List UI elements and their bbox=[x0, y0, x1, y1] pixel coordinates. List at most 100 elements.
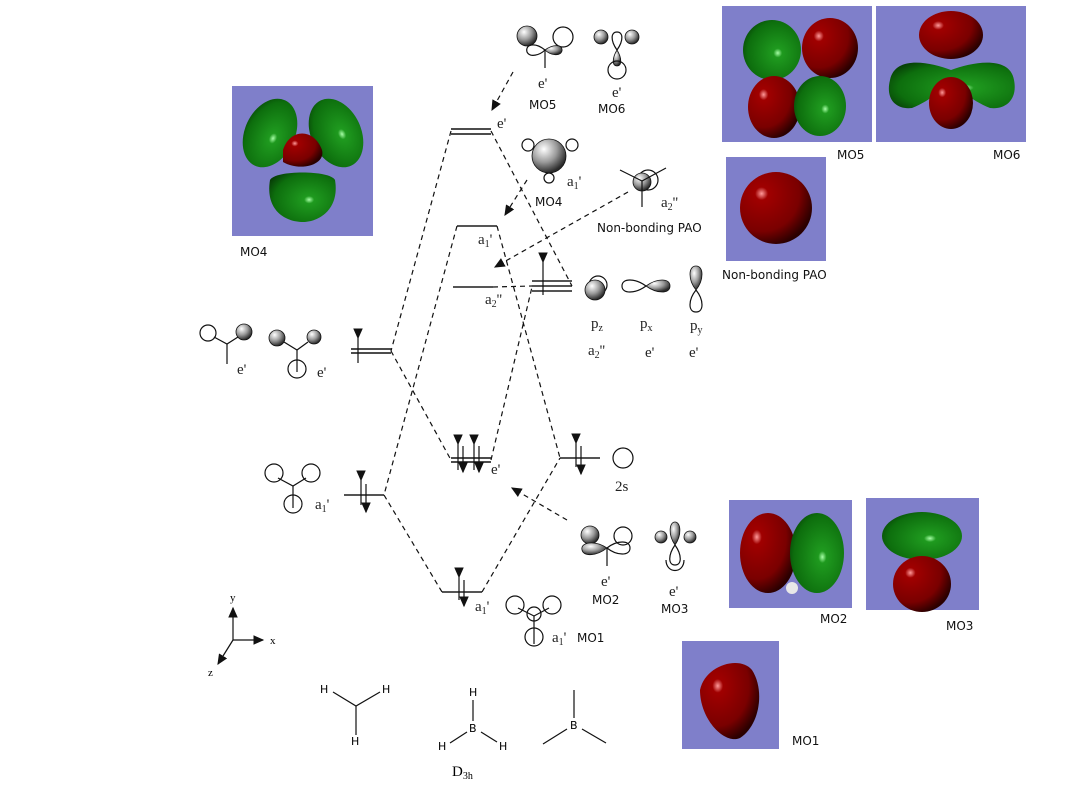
mo3-label: MO3 bbox=[661, 602, 688, 616]
z-axis-label: z bbox=[208, 667, 213, 679]
lobe-positive bbox=[929, 77, 973, 129]
sketch-nonbonding-pao: a2'' Non-bonding PAO bbox=[597, 167, 702, 235]
mo2-render-label: MO2 bbox=[820, 612, 847, 626]
mo6-label: MO6 bbox=[598, 102, 625, 116]
sketch-mo3: e' MO3 bbox=[654, 521, 697, 616]
level-label: e' bbox=[491, 462, 501, 478]
orbital-pz: pz a2'' bbox=[584, 275, 608, 361]
render-mo6 bbox=[876, 6, 1026, 142]
mo1-label: MO1 bbox=[577, 631, 604, 645]
render-mo1 bbox=[682, 641, 779, 749]
render-mo3 bbox=[866, 498, 979, 612]
symmetry-label: a2'' bbox=[588, 343, 605, 361]
correlation-lines bbox=[383, 130, 573, 593]
sketch-label: e' bbox=[538, 76, 548, 92]
orbital-2s: 2s bbox=[612, 447, 634, 495]
lobe-negative bbox=[743, 20, 801, 80]
hydrogen-atom bbox=[786, 582, 798, 594]
mo3-render-label: MO3 bbox=[946, 619, 973, 633]
mo-level-a1-prime-bonding: a1' bbox=[442, 567, 490, 617]
level-label: e' bbox=[497, 116, 507, 132]
b-level-p bbox=[532, 252, 572, 295]
atom-h: H bbox=[320, 683, 328, 696]
bh3-structure: H B H H D3h bbox=[438, 686, 507, 782]
mo4-label: MO4 bbox=[535, 195, 562, 209]
sketch-mo2: e' MO2 bbox=[580, 525, 633, 607]
render-mo5 bbox=[722, 6, 872, 142]
sketch-label: a1' bbox=[567, 174, 582, 192]
atom-h: H bbox=[438, 740, 446, 753]
sketch-label: a2'' bbox=[661, 195, 678, 213]
sketch-mo4: a1' MO4 bbox=[521, 138, 582, 209]
symmetry-label: e' bbox=[689, 345, 699, 361]
mo-level-a2-dprime-nonbonding: a2'' bbox=[453, 286, 502, 310]
atom-h: H bbox=[469, 686, 477, 699]
orbital-label: e' bbox=[237, 362, 247, 378]
sketch-mo6: e' MO6 bbox=[593, 29, 640, 116]
mo2-label: MO2 bbox=[592, 593, 619, 607]
coordinate-axes: y x z bbox=[208, 592, 276, 679]
nonbonding-render-label: Non-bonding PAO bbox=[722, 268, 827, 282]
sketch-label: a1' bbox=[552, 630, 567, 648]
h3-orbital-e-prime-1: e' bbox=[199, 323, 253, 378]
b-level-2s bbox=[560, 433, 600, 476]
orbital-label: e' bbox=[317, 365, 327, 381]
atom-h: H bbox=[499, 740, 507, 753]
mo6-render-label: MO6 bbox=[993, 148, 1020, 162]
y-axis-label: y bbox=[230, 592, 236, 604]
mo5-render-label: MO5 bbox=[837, 148, 864, 162]
render-mo2 bbox=[729, 500, 852, 608]
z-axis bbox=[217, 639, 234, 666]
h3-orbital-e-prime-2: e' bbox=[268, 329, 327, 381]
h3-orbital-a1-prime: a1' bbox=[264, 463, 330, 515]
lobe-negative bbox=[269, 172, 336, 222]
render-mo4 bbox=[232, 86, 373, 236]
lobe-positive bbox=[283, 133, 323, 167]
render-panel bbox=[722, 6, 872, 142]
lobe-positive bbox=[700, 662, 760, 740]
atom-h: H bbox=[351, 735, 359, 748]
orbital-label: 2s bbox=[615, 479, 629, 495]
orbital-label: px bbox=[640, 316, 653, 334]
lobe-negative bbox=[794, 76, 846, 136]
atom-h: H bbox=[382, 683, 390, 696]
lobe-negative bbox=[790, 513, 844, 593]
level-label: a2'' bbox=[485, 292, 502, 310]
orbital-label: a1' bbox=[315, 497, 330, 515]
lobe-positive bbox=[740, 172, 812, 244]
sketch-label: e' bbox=[669, 584, 679, 600]
sketch-label: e' bbox=[612, 85, 622, 101]
render-nonbonding-pao bbox=[726, 157, 826, 261]
orbital-px: px e' bbox=[621, 279, 671, 361]
lobe-positive bbox=[802, 18, 858, 78]
orbital-label: pz bbox=[591, 316, 604, 334]
lobe-negative bbox=[308, 98, 364, 168]
symmetry-label: e' bbox=[645, 345, 655, 361]
orbital-py: py e' bbox=[689, 265, 703, 361]
h3-level-e-prime bbox=[351, 328, 391, 363]
x-axis-label: x bbox=[270, 635, 276, 647]
lobe-negative bbox=[882, 512, 962, 560]
mo5-label: MO5 bbox=[529, 98, 556, 112]
h3-level-a1-prime bbox=[344, 470, 384, 514]
lobe-positive bbox=[919, 11, 983, 59]
sketch-mo1: a1' MO1 bbox=[505, 595, 604, 648]
atom-b: B bbox=[469, 722, 477, 735]
mo-level-a1-prime-antibonding: a1' bbox=[457, 225, 497, 250]
mo1-render-label: MO1 bbox=[792, 734, 819, 748]
level-label: a1' bbox=[478, 232, 493, 250]
h3-fragment-structure: H H H bbox=[320, 683, 390, 748]
mo-level-e-prime-bonding: e' bbox=[451, 434, 501, 478]
sketch-mo5: e' MO5 bbox=[516, 25, 574, 112]
pointer-arrows bbox=[491, 71, 629, 521]
point-group-label: D3h bbox=[452, 764, 473, 782]
orbital-label: py bbox=[690, 318, 703, 336]
sketch-label: e' bbox=[601, 574, 611, 590]
lobe-positive bbox=[740, 513, 796, 593]
mo-level-e-prime-antibonding: e' bbox=[451, 116, 507, 135]
nonbonding-label: Non-bonding PAO bbox=[597, 221, 702, 235]
level-label: a1' bbox=[475, 599, 490, 617]
lobe-positive bbox=[893, 556, 951, 612]
lobe-positive bbox=[748, 76, 800, 138]
